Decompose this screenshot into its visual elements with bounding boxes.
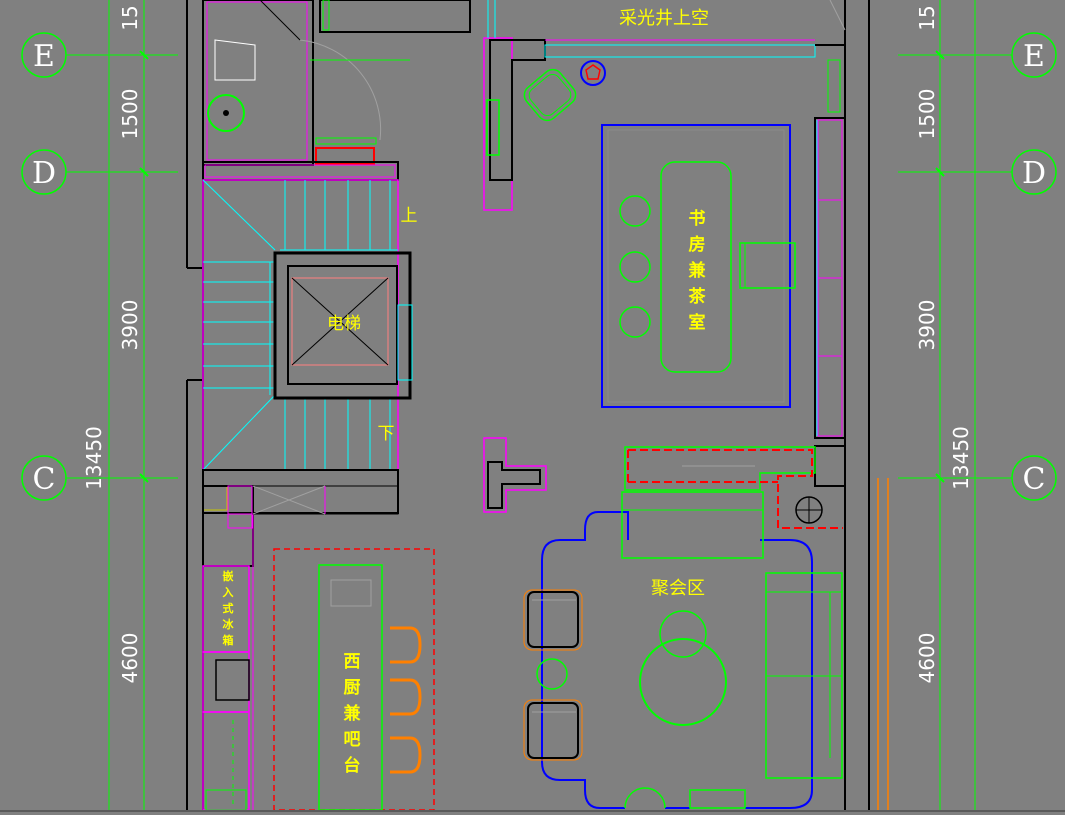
svg-text:入: 入 (223, 586, 234, 599)
svg-text:E: E (33, 39, 55, 74)
dim-3900-left: 3900 (118, 300, 142, 351)
kitchen-label: 西 厨 兼 吧 台 (344, 652, 361, 776)
lounge-chairs (523, 589, 583, 761)
grid-bubble-c-right: C (1011, 455, 1057, 501)
svg-text:式: 式 (223, 601, 234, 615)
grid-bubble-d-right: D (1011, 149, 1057, 195)
svg-text:兼: 兼 (689, 260, 706, 281)
svg-text:书: 书 (689, 209, 706, 229)
lounge-label: 聚会区 (651, 578, 705, 599)
svg-text:嵌: 嵌 (223, 569, 234, 583)
dim-top-cut-left: 15 (118, 5, 142, 30)
pipes-right (877, 478, 889, 810)
grid-bubble-e-left: E (21, 32, 67, 78)
right-wall-windows (814, 44, 846, 439)
svg-text:西: 西 (344, 652, 361, 672)
svg-text:台: 台 (344, 755, 361, 776)
dim-3900-right: 3900 (915, 300, 939, 351)
svg-text:厨: 厨 (344, 678, 361, 698)
svg-text:兼: 兼 (344, 703, 361, 724)
svg-text:D: D (1022, 156, 1046, 191)
dimension-labels-right: 15 1500 3900 4600 13450 (915, 5, 973, 683)
svg-text:箱: 箱 (223, 633, 234, 647)
center-column-mid (483, 437, 547, 513)
svg-text:D: D (32, 156, 56, 191)
dimension-labels-left: 15 1500 3900 4600 13450 (82, 5, 142, 683)
svg-text:房: 房 (689, 234, 706, 255)
axis-ticks (139, 50, 945, 483)
lightwell-area (523, 0, 846, 122)
stair-up-label: 上 (401, 206, 418, 226)
grid-bubble-d-left: D (21, 149, 67, 195)
dim-1500-left: 1500 (118, 89, 142, 140)
axis-grid (66, 0, 1012, 810)
kitchen-area (202, 485, 435, 811)
study-room (601, 124, 796, 408)
svg-text:C: C (33, 462, 56, 497)
dim-total-right: 13450 (949, 426, 973, 490)
study-room-label: 书 房 兼 茶 室 (689, 209, 707, 333)
fridge-label: 嵌 入 式 冰 箱 (223, 569, 235, 647)
svg-text:C: C (1023, 462, 1046, 497)
center-column-top (483, 0, 546, 211)
dim-4600-right: 4600 (915, 633, 939, 684)
stair-core (202, 179, 413, 514)
elevator-label: 电梯 (327, 314, 361, 334)
svg-text:冰: 冰 (223, 617, 235, 631)
lightwell-label: 采光井上空 (619, 8, 709, 29)
lounge-area (536, 445, 846, 809)
svg-text:吧: 吧 (344, 730, 361, 750)
grid-bubble-e-right: E (1011, 32, 1057, 78)
dim-total-left: 13450 (82, 426, 106, 490)
bathroom (202, 0, 471, 181)
grid-bubble-c-left: C (21, 455, 67, 501)
svg-text:茶: 茶 (689, 286, 707, 307)
stair-down-label: 下 (378, 424, 395, 444)
dim-4600-left: 4600 (118, 633, 142, 684)
svg-text:室: 室 (689, 312, 706, 333)
dim-1500-right: 1500 (915, 89, 939, 140)
dim-top-cut-right: 15 (915, 5, 939, 30)
svg-text:E: E (1023, 39, 1045, 74)
